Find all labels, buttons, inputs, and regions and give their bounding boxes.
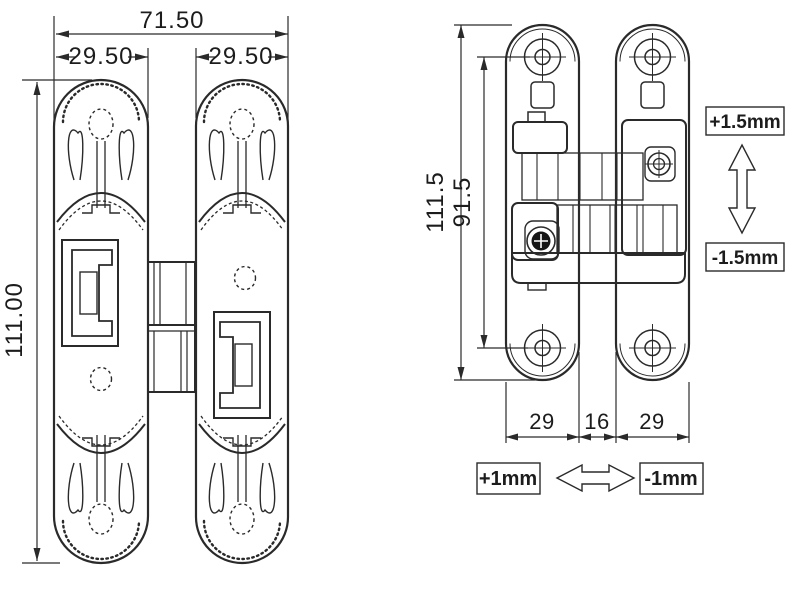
side-left-plate-width-label: 29 <box>529 409 554 434</box>
plate-slot <box>640 81 665 109</box>
vertical-adjust-plus-label: +1.5mm <box>709 112 780 133</box>
knurled-edge-top <box>61 82 141 124</box>
latch-mechanism-left <box>61 239 119 347</box>
right-mounting-plate <box>614 23 691 382</box>
side-center-gap-label: 16 <box>584 409 609 434</box>
locking-screw-icon <box>526 226 556 256</box>
vertical-adjustment-minus-badge <box>705 242 785 272</box>
vertical-adjustment-plus-badge <box>705 106 785 136</box>
side-screw-spacing-label: 91.5 <box>449 177 476 228</box>
screw-hole-bottom-left-icon <box>519 324 566 372</box>
hinge-body-mechanism <box>511 111 687 291</box>
horizontal-adjust-minus-label: -1mm <box>644 468 697 490</box>
round-hole <box>233 265 257 291</box>
front-view-drawing: 71.50 29.50 29.50 111.00 <box>1 7 290 565</box>
knurled-edge-bottom <box>202 519 282 561</box>
horizontal-adjustment-minus-badge <box>639 462 704 495</box>
side-view-drawing: 111.5 91.5 29 16 29 +1.5mm -1.5mm +1mm -… <box>422 23 785 495</box>
front-left-leaf-width-label: 29.50 <box>68 43 133 70</box>
right-hinge-leaf <box>194 78 290 565</box>
horizontal-adjust-arrow-icon <box>555 463 636 493</box>
screw-hole-top-right-icon <box>629 33 676 81</box>
latch-mechanism-right <box>213 311 271 419</box>
side-right-plate-width-label: 29 <box>639 409 664 434</box>
oval-hole-top <box>88 108 114 140</box>
horizontal-adjustment-plus-badge <box>476 462 541 495</box>
oval-hole-bottom <box>88 503 114 535</box>
vertical-adjust-arrow-icon <box>727 143 757 235</box>
knurled-edge-bottom <box>61 519 141 561</box>
front-right-leaf-width-label: 29.50 <box>208 43 273 70</box>
side-view-dimensions <box>454 24 690 443</box>
hinge-knuckle-block <box>147 261 196 393</box>
vertical-adjust-minus-label: -1.5mm <box>712 248 779 269</box>
adjustment-screw-icon <box>645 150 673 178</box>
oval-hole-bottom <box>229 503 255 535</box>
left-hinge-leaf <box>52 78 150 565</box>
left-mounting-plate <box>504 23 581 382</box>
knurled-edge-top <box>202 82 282 124</box>
front-overall-height-label: 111.00 <box>1 282 28 358</box>
front-overall-width-label: 71.50 <box>139 7 204 34</box>
round-hole <box>89 366 113 392</box>
front-view-dimensions <box>22 16 289 564</box>
screw-hole-bottom-right-icon <box>629 324 676 372</box>
side-overall-height-label: 111.5 <box>422 171 449 233</box>
horizontal-adjust-plus-label: +1mm <box>479 468 537 490</box>
oval-hole-top <box>229 108 255 140</box>
plate-slot <box>530 81 555 109</box>
